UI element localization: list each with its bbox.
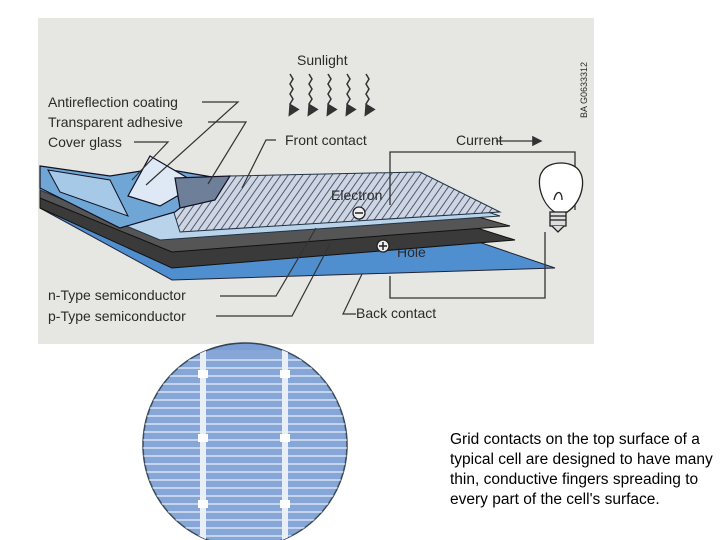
current-label: Current: [456, 132, 503, 148]
front-contact-label: Front contact: [285, 132, 367, 148]
n-type-label: n-Type semiconductor: [48, 287, 186, 303]
hole-label: Hole: [397, 244, 426, 260]
solar-wafer: [142, 342, 348, 540]
sunlight-label: Sunlight: [297, 52, 348, 68]
p-type-label: p-Type semiconductor: [48, 308, 186, 324]
figure-code: BA G0633312: [579, 62, 589, 118]
caption: Grid contacts on the top surface of a ty…: [450, 431, 713, 508]
light-bulb-icon: [538, 162, 584, 233]
sunlight-arrows: [288, 73, 376, 117]
cover-glass-label: Cover glass: [48, 134, 122, 150]
antireflection-label: Antireflection coating: [48, 94, 178, 110]
leader-lines: [131, 101, 363, 317]
coating-flap: [174, 175, 232, 209]
adhesive-label: Transparent adhesive: [48, 114, 183, 130]
solar-cell-layers: [39, 155, 556, 281]
electron-label: Electron: [331, 187, 382, 203]
back-contact-label: Back contact: [356, 305, 436, 321]
cover-glass-top: [47, 169, 130, 217]
